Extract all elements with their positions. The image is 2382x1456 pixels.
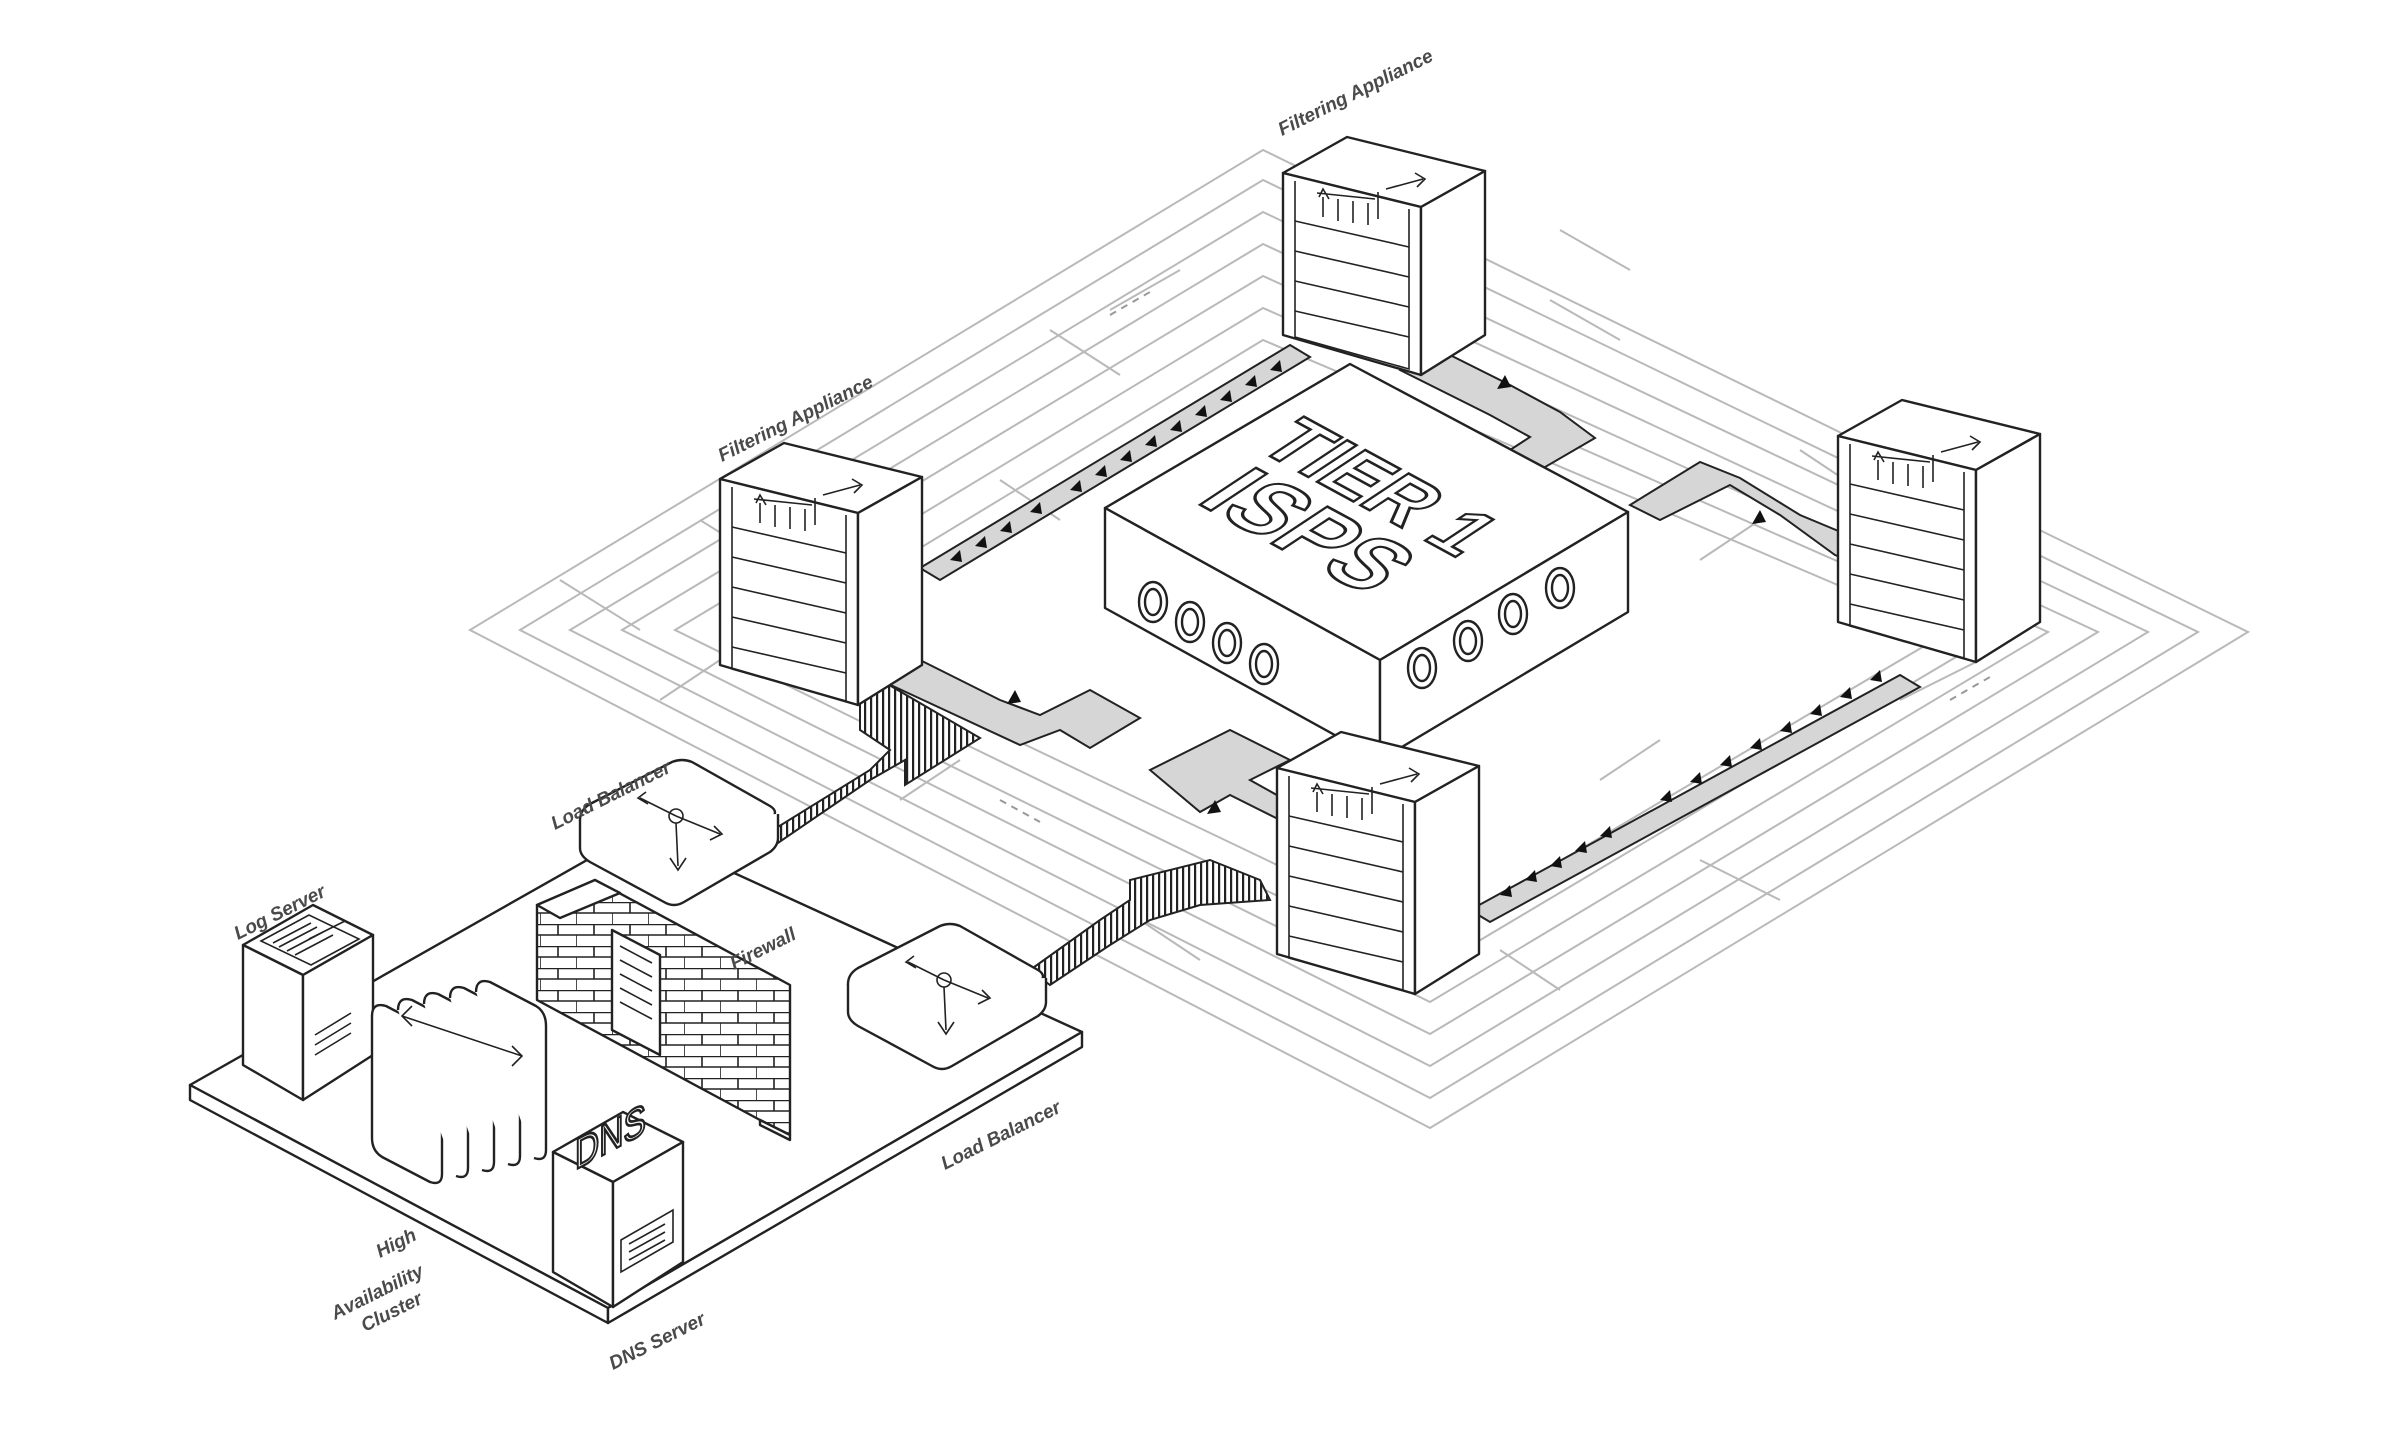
router-arrows-icon	[904, 955, 992, 1036]
pipe-left-hub	[878, 648, 1142, 750]
pipe-right-hub	[1627, 460, 1861, 567]
load-balancer-bottom[interactable]	[846, 922, 1048, 1071]
brick-wall-icon	[619, 945, 653, 1020]
dns-server[interactable]: DNS	[551, 1092, 685, 1309]
firewall[interactable]	[535, 878, 792, 1142]
server-rack-icon	[1310, 767, 1421, 820]
dns-server-icon	[620, 1208, 674, 1274]
connectors	[878, 338, 1923, 924]
server-rack-icon	[1871, 435, 1982, 488]
tier1-isps-hub[interactable]: TIER 1 ISPS	[1103, 362, 1630, 762]
pipe-top-left	[918, 343, 1312, 582]
filtering-appliance-right[interactable]	[1836, 398, 2042, 664]
label-filtering-appliance-top: Filtering Appliance	[1275, 45, 1437, 140]
cluster-icon	[370, 979, 548, 1185]
hub-ports-left	[1137, 580, 1280, 686]
filtering-appliance-bottom[interactable]	[1275, 730, 1481, 996]
ha-cluster[interactable]	[370, 979, 548, 1185]
filtering-appliance-left[interactable]	[718, 441, 924, 707]
filtering-appliance-top[interactable]	[1281, 135, 1487, 377]
log-book-icon	[259, 914, 361, 966]
flow-arrows	[950, 360, 1882, 897]
server-rack-icon	[1316, 172, 1427, 225]
log-server[interactable]	[241, 903, 375, 1102]
hatched-connectors	[757, 666, 1272, 987]
load-balancer-top[interactable]	[578, 758, 780, 907]
label-dns-server: DNS Server	[606, 1308, 710, 1374]
server-rack-icon	[753, 478, 864, 531]
router-arrows-icon	[636, 791, 724, 872]
data-center-platform	[188, 828, 1084, 1325]
label-ha-cluster-line1: High	[373, 1225, 420, 1263]
hub-ports-right	[1406, 566, 1576, 690]
pipe-right-bottom	[1467, 673, 1923, 924]
